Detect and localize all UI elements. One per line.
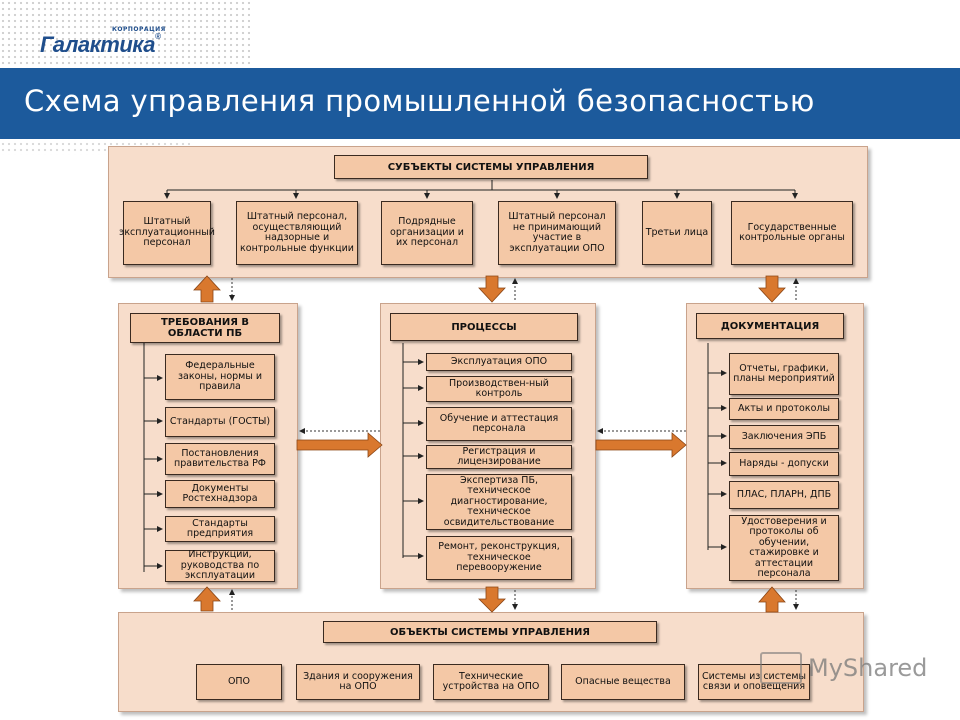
subject-contractors: Подрядные организации и их персонал: [381, 201, 473, 265]
objects-heading: ОБЪЕКТЫ СИСТЕМЫ УПРАВЛЕНИЯ: [323, 621, 657, 643]
dotted-feedback-arrows: [229, 278, 799, 610]
page-title: Схема управления промышленной безопаснос…: [24, 84, 815, 118]
doc-reports-plans: Отчеты, графики, планы мероприятий: [729, 353, 839, 395]
logo-name-text: Галактика: [40, 32, 155, 57]
process-opo-operation: Эксплуатация ОПО: [426, 353, 572, 371]
process-registration-licensing: Регистрация и лицензирование: [426, 445, 572, 469]
presentation-icon: [760, 652, 802, 684]
logo-registered-mark: ®: [154, 32, 161, 41]
object-opo: ОПО: [196, 664, 282, 700]
decorative-dot-pattern: [0, 0, 250, 68]
processes-tree-lines: [402, 343, 424, 559]
subjects-tree-lines: [164, 180, 798, 199]
process-expertise-diagnostics: Экспертиза ПБ, техническое диагностирова…: [426, 474, 572, 530]
subject-state-control-bodies: Государственные контрольные органы: [731, 201, 853, 265]
object-hazardous-substances: Опасные вещества: [561, 664, 685, 700]
logo-name: Галактика®: [40, 32, 161, 58]
requirement-government-resolutions: Постановления правительства РФ: [165, 443, 275, 475]
requirement-instructions-manuals: Инструкции, руководства по эксплуатации: [165, 550, 275, 582]
documentation-tree-lines: [707, 343, 727, 550]
doc-epb-conclusions: Заключения ЭПБ: [729, 425, 839, 449]
requirements-tree-lines: [143, 343, 163, 572]
watermark: MyShared: [760, 652, 927, 684]
subject-third-parties: Третьи лица: [642, 201, 712, 265]
documentation-heading: ДОКУМЕНТАЦИЯ: [696, 313, 844, 339]
subject-staff-operational: Штатный эксплуатационный персонал: [119, 201, 215, 265]
subjects-heading: СУБЪЕКТЫ СИСТЕМЫ УПРАВЛЕНИЯ: [334, 155, 648, 179]
doc-certificates-training: Удостоверения и протоколы об обучении, с…: [729, 515, 839, 581]
requirement-federal-laws: Федеральные законы, нормы и правила: [165, 354, 275, 400]
object-technical-devices: Технические устройства на ОПО: [433, 664, 549, 700]
watermark-text: MyShared: [808, 654, 928, 682]
requirements-heading: ТРЕБОВАНИЯ В ОБЛАСТИ ПБ: [130, 313, 280, 343]
process-repair-reconstruction: Ремонт, реконструкция, техническое перев…: [426, 536, 572, 580]
orange-horizontal-arrows: [296, 432, 687, 458]
requirement-rostekhnadzor-documents: Документы Ростехнадзора: [165, 480, 275, 508]
doc-work-permits: Наряды - допуски: [729, 452, 839, 476]
subject-staff-non-operational: Штатный персонал не принимающий участие …: [498, 201, 616, 265]
object-buildings-structures: Здания и сооружения на ОПО: [296, 664, 420, 700]
title-banner: Схема управления промышленной безопаснос…: [0, 68, 960, 139]
orange-vertical-arrows: [193, 275, 786, 613]
process-production-control: Производствен-ный контроль: [426, 376, 572, 402]
processes-heading: ПРОЦЕССЫ: [390, 313, 578, 341]
subject-staff-supervisory: Штатный персонал, осуществляющий надзорн…: [236, 201, 358, 265]
requirement-enterprise-standards: Стандарты предприятия: [165, 516, 275, 542]
requirement-gost-standards: Стандарты (ГОСТЫ): [165, 407, 275, 437]
doc-acts-protocols: Акты и протоколы: [729, 398, 839, 420]
process-training-certification: Обучение и аттестация персонала: [426, 407, 572, 441]
logo-corp-label: КОРПОРАЦИЯ: [112, 26, 166, 33]
doc-plas-plarn-dpb: ПЛАС, ПЛАРН, ДПБ: [729, 481, 839, 509]
